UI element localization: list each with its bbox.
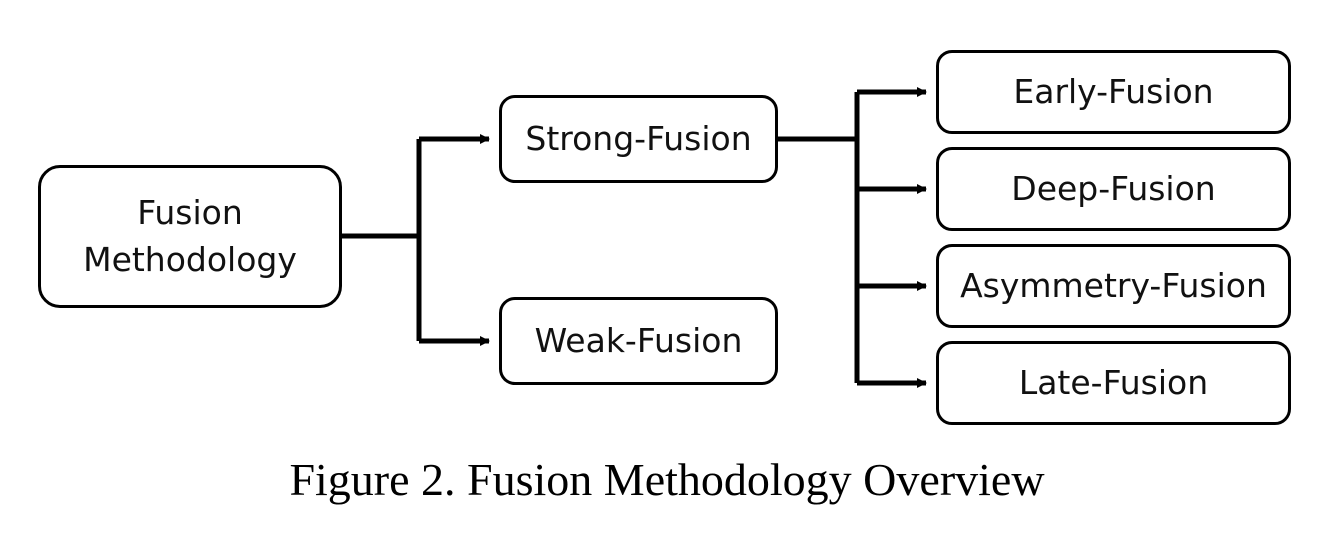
node-fusion-methodology-label: Fusion Methodology	[83, 190, 297, 282]
node-asymmetry-fusion: Asymmetry-Fusion	[936, 244, 1291, 328]
node-strong-fusion: Strong-Fusion	[499, 95, 778, 183]
node-fusion-methodology: Fusion Methodology	[38, 165, 342, 308]
node-late-fusion: Late-Fusion	[936, 341, 1291, 425]
figure-caption: Figure 2. Fusion Methodology Overview	[289, 454, 1045, 505]
node-early-fusion: Early-Fusion	[936, 50, 1291, 134]
node-weak-fusion: Weak-Fusion	[499, 297, 778, 385]
node-deep-fusion: Deep-Fusion	[936, 147, 1291, 231]
node-fusion-methodology-line-1: Fusion	[137, 193, 243, 233]
node-fusion-methodology-line-2: Methodology	[83, 239, 297, 279]
